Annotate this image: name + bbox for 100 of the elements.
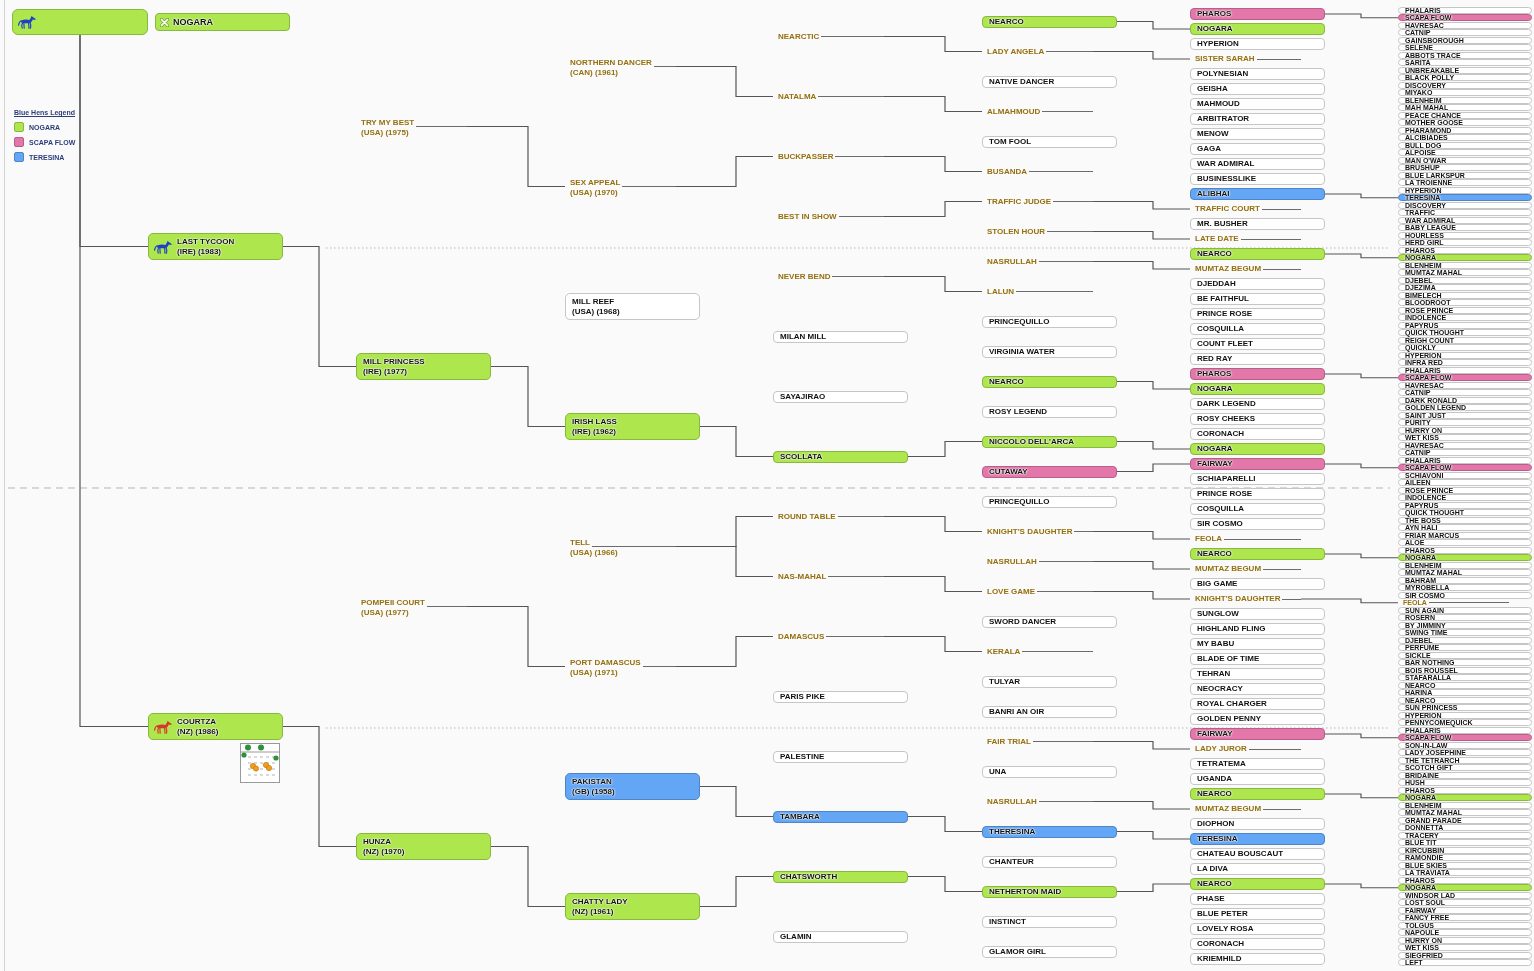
- pedigree-box: NEARCO: [1190, 548, 1325, 560]
- connector-line: [883, 200, 983, 218]
- origin-year: (USA) (1968): [572, 306, 620, 317]
- horse-name: SEX APPEAL: [570, 178, 623, 188]
- connector-line: [1092, 260, 1191, 270]
- horse-name: TELL: [570, 538, 592, 548]
- origin-year: (USA) (1971): [570, 668, 620, 677]
- connector-line: [675, 65, 774, 98]
- pedigree-box: [356, 353, 491, 380]
- pedigree-box: DIOPHON: [1190, 818, 1325, 830]
- connector-line: [1324, 733, 1399, 739]
- pedigree-box: CHATSWORTH: [773, 870, 908, 883]
- pedigree-box: PARIS PIKE: [773, 690, 908, 703]
- pedigree-box: GAGA: [1190, 143, 1325, 155]
- connector-line: [1324, 553, 1399, 559]
- pedigree-box: MR. BUSHER: [1190, 218, 1325, 230]
- connector-line: [675, 155, 774, 188]
- pedigree-box: CHANTEUR: [982, 855, 1117, 868]
- pedigree-box: [565, 773, 700, 800]
- connector-line: [1300, 598, 1399, 604]
- pedigree-box: PHAROS: [1190, 368, 1325, 380]
- pedigree-box: NOGARA: [1190, 383, 1325, 395]
- origin-year: (USA) (1975): [361, 128, 411, 137]
- pedigree-box: BANRI AN OIR: [982, 705, 1117, 718]
- pedigree-box: CHATEAU BOUSCAUT: [1190, 848, 1325, 860]
- pedigree-box: [148, 233, 283, 260]
- pedigree-box: NETHERTON MAID: [982, 885, 1117, 898]
- pedigree-box: NEARCO: [1190, 878, 1325, 890]
- connector-line: [883, 635, 983, 653]
- pedigree-box: FAIRWAY: [1190, 458, 1325, 470]
- pedigree-box: NATIVE DANCER: [982, 75, 1117, 88]
- pedigree-box: FAIRWAY: [1190, 728, 1325, 740]
- pedigree-box: TAMBARA: [773, 810, 908, 823]
- pedigree-box: CORONACH: [1190, 938, 1325, 950]
- pedigree-box: TETRATEMA: [1190, 758, 1325, 770]
- connector-line: [699, 425, 774, 458]
- origin-year: (IRE) (1983): [177, 246, 222, 257]
- connector-line: [1116, 380, 1191, 390]
- pedigree-box: BE FAITHFUL: [1190, 293, 1325, 305]
- pedigree-box: WAR ADMIRAL: [1190, 158, 1325, 170]
- pedigree-box: HYPERION: [1190, 38, 1325, 50]
- connector-line: [1324, 373, 1399, 379]
- pedigree-box: NEARCO: [982, 15, 1117, 28]
- pedigree-box: [565, 413, 700, 440]
- pedigree-box: ARBITRATOR: [1190, 113, 1325, 125]
- pedigree-box: NICCOLO DELL'ARCA: [982, 435, 1117, 448]
- pedigree-box: PRINCEQUILLO: [982, 495, 1117, 508]
- origin-year: (USA) (1977): [361, 608, 411, 617]
- pedigree-box: DARK LEGEND: [1190, 398, 1325, 410]
- pedigree-box: CUTAWAY: [982, 465, 1117, 478]
- pedigree-box: MILAN MILL: [773, 330, 908, 343]
- pedigree-box: SCOLLATA: [773, 450, 908, 463]
- pedigree-box: COSQUILLA: [1190, 323, 1325, 335]
- pedigree-box: NOGARA: [1190, 443, 1325, 455]
- connector-line: [883, 155, 983, 173]
- connector-line: [79, 34, 149, 728]
- pedigree-box: ROSY CHEEKS: [1190, 413, 1325, 425]
- connector-line: [1116, 830, 1191, 840]
- connector-line: [883, 575, 983, 593]
- pedigree-box: GLAMOR GIRL: [982, 945, 1117, 958]
- connector-line: [490, 845, 566, 908]
- pedigree-box: KRIEMHILD: [1190, 953, 1325, 965]
- pedigree-box: TOM FOOL: [982, 135, 1117, 148]
- pedigree-box: CORONACH: [1190, 428, 1325, 440]
- pedigree-box: MAHMOUD: [1190, 98, 1325, 110]
- connector-line: [1116, 20, 1191, 30]
- connector-line: [282, 245, 357, 368]
- pedigree-box: [356, 833, 491, 860]
- connector-line: [883, 35, 983, 53]
- pedigree-box: VIRGINIA WATER: [982, 345, 1117, 358]
- pedigree-box: UNA: [982, 765, 1117, 778]
- pedigree-box: BLUE PETER: [1190, 908, 1325, 920]
- connector-line: [1092, 800, 1191, 810]
- connector-line: [907, 815, 983, 833]
- pedigree-box: NEARCO: [1190, 248, 1325, 260]
- pedigree-box: LA DIVA: [1190, 863, 1325, 875]
- pedigree-box: [565, 293, 700, 320]
- connector-line: [1092, 740, 1191, 750]
- pedigree-box: GOLDEN PENNY: [1190, 713, 1325, 725]
- connector-line: [466, 125, 566, 188]
- connector-line: [883, 95, 983, 113]
- connector-line: [699, 785, 774, 818]
- pedigree-box: BLADE OF TIME: [1190, 653, 1325, 665]
- pedigree-box: ROYAL CHARGER: [1190, 698, 1325, 710]
- connector-line: [1324, 463, 1399, 469]
- connector-line: [1116, 883, 1191, 893]
- pedigree-box: POLYNESIAN: [1190, 68, 1325, 80]
- pedigree-box: HIGHLAND FLING: [1190, 623, 1325, 635]
- pedigree-box: MY BABU: [1190, 638, 1325, 650]
- connector-line: [907, 440, 983, 458]
- origin-year: (NZ) (1961): [572, 906, 615, 917]
- pedigree-box: INSTINCT: [982, 915, 1117, 928]
- connector-line: [699, 875, 774, 908]
- horse-name: NORTHERN DANCER: [570, 58, 654, 68]
- connector-line: [1092, 530, 1191, 540]
- pedigree-box: BUSINESSLIKE: [1190, 173, 1325, 185]
- pedigree-box: BIG GAME: [1190, 578, 1325, 590]
- pedigree-box: ALIBHAI: [1190, 188, 1325, 200]
- pedigree-box: [565, 893, 700, 920]
- origin-year: (USA) (1970): [570, 188, 620, 197]
